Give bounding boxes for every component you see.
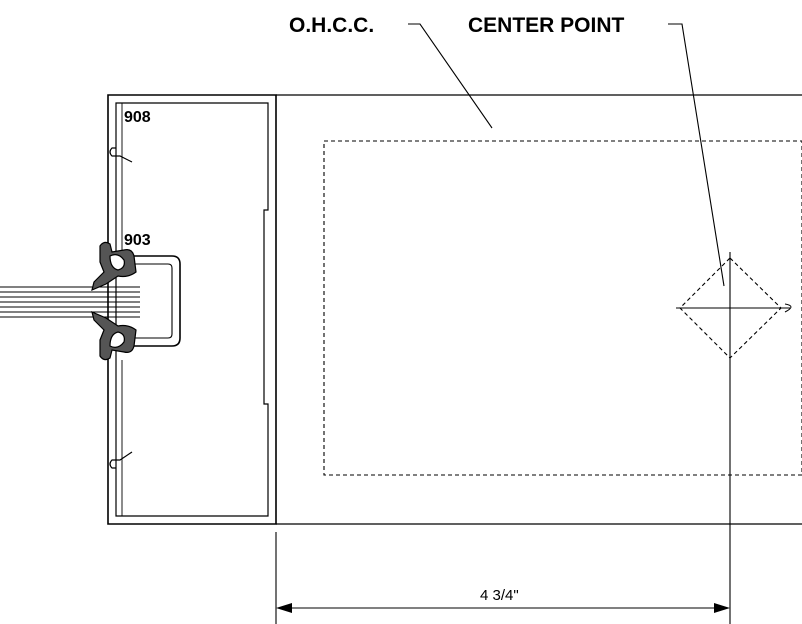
glazing-adaptor-903: [134, 255, 181, 347]
gasket-upper: [91, 241, 137, 292]
glass-panel: [0, 286, 140, 318]
ohcc-label: O.H.C.C.: [289, 14, 374, 37]
leader-lines: [408, 23, 725, 287]
gasket-lower: [91, 310, 137, 361]
dimension-line: [275, 532, 730, 624]
horizontal-member: [276, 94, 802, 525]
center-point-label: CENTER POINT: [468, 14, 625, 37]
part-903-label: 903: [124, 232, 151, 249]
part-908-label: 908: [124, 109, 151, 126]
center-point-symbol: [676, 252, 792, 624]
frame-profile-908: [107, 94, 277, 525]
dimension-value: 4 3/4": [480, 587, 519, 604]
hidden-outline-dashed: [323, 140, 802, 476]
